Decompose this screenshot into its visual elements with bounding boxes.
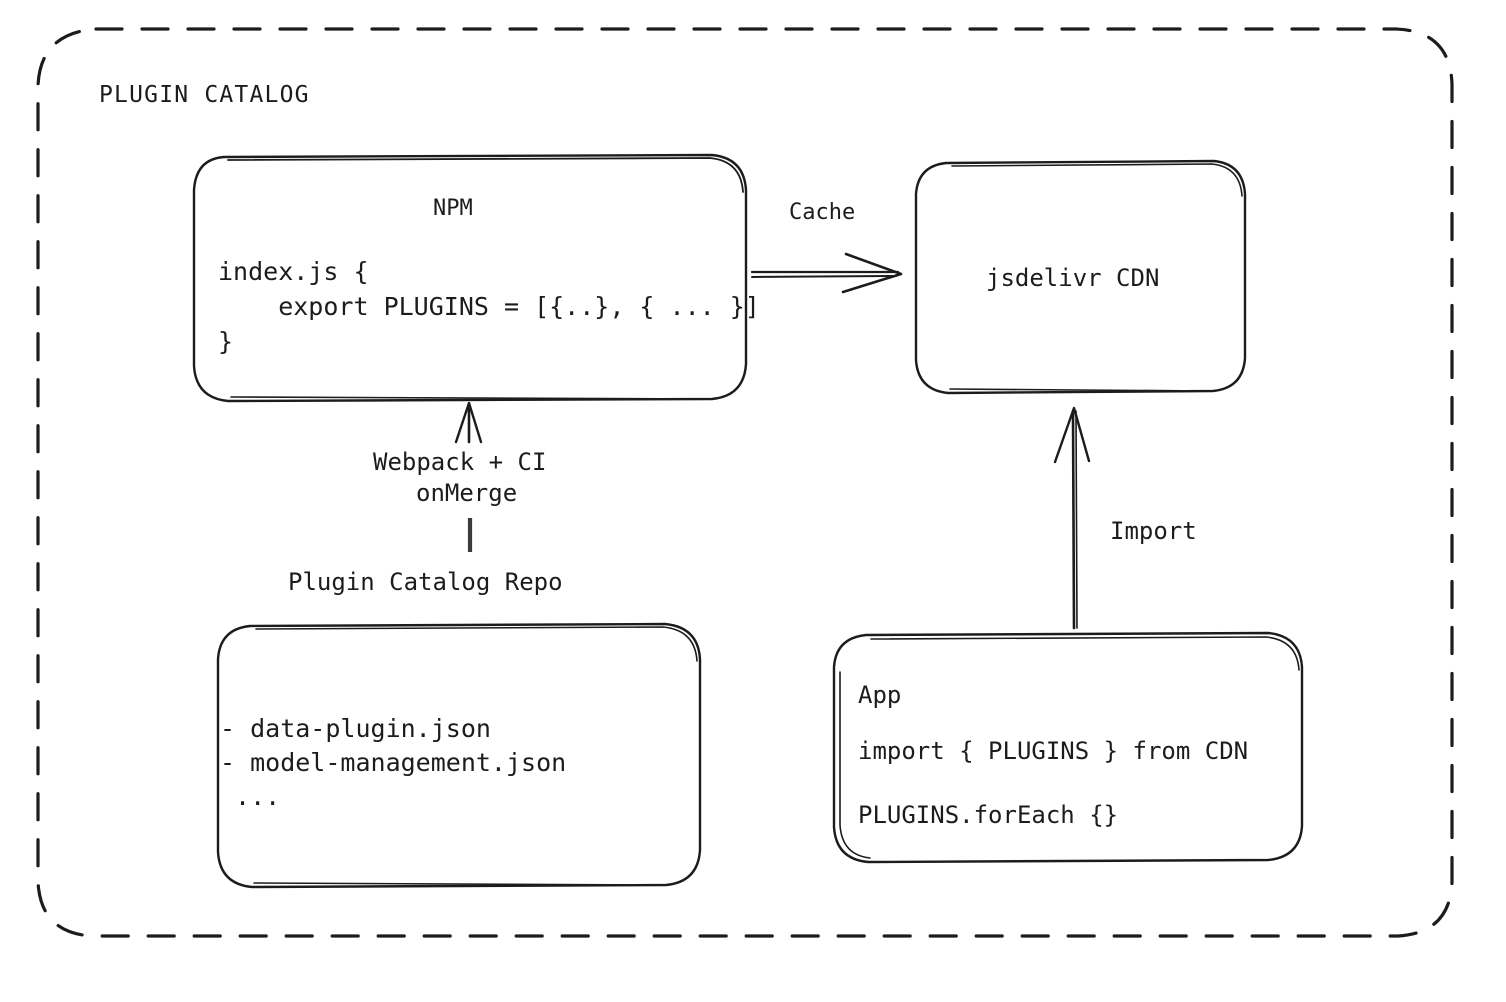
edge-label-webpack-ci: Webpack + CI [373,448,547,476]
edge-app-to-cdn [1053,406,1091,630]
edge-label-onmerge: onMerge [416,479,518,507]
edge-npm-to-cdn [750,252,903,294]
group-title: PLUGIN CATALOG [99,82,310,108]
app-code-line-1: import { PLUGINS } from CDN [858,737,1249,765]
cdn-node-label: jsdelivr CDN [986,264,1160,292]
npm-code-line-3: } [218,327,234,356]
repo-list-item-1: - data-plugin.json [220,714,491,743]
npm-code-line-1: index.js { [218,257,369,286]
edge-repo-to-npm [454,401,483,552]
edge-label-cache: Cache [789,200,856,225]
npm-node-title: NPM [433,196,473,221]
repo-list-item-3: ... [220,782,281,811]
repo-list-item-2: - model-management.json [220,748,567,777]
repo-node-caption: Plugin Catalog Repo [288,568,563,596]
edge-label-import: Import [1110,517,1197,545]
npm-code-line-2: export PLUGINS = [{..}, { ... }] [218,292,760,321]
app-node-title: App [858,681,902,709]
app-code-line-2: PLUGINS.forEach {} [858,801,1119,829]
